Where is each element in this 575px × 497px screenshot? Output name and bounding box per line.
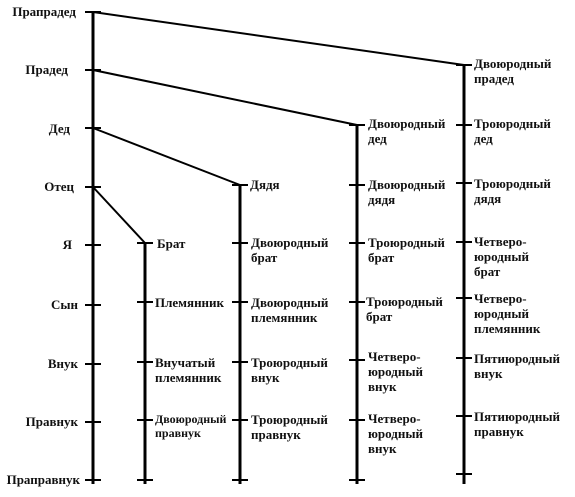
generation-label-otec: Отец bbox=[44, 179, 74, 194]
generation-label-ya: Я bbox=[62, 237, 72, 252]
label-troyurodny-dyadya: Троюродный дядя bbox=[474, 176, 551, 206]
label-troyurodny-vnuk: Троюродный внук bbox=[251, 355, 328, 385]
label-dvoyurodny-plemyannik: Двоюродный племянник bbox=[251, 295, 329, 325]
generation-label-ded: Дед bbox=[48, 121, 70, 136]
label-dvoyurodny-ded: Двоюродный дед bbox=[368, 116, 446, 146]
generation-label-prapravnuk: Праправнук bbox=[6, 472, 80, 487]
label-chetveroyurodny-vnuk-2: Четверо- юродный внук bbox=[368, 411, 423, 456]
label-plemyannik: Племянник bbox=[155, 295, 225, 310]
label-troyurodny-pravnuk: Троюродный правнук bbox=[251, 412, 328, 442]
label-brat: Брат bbox=[157, 236, 186, 251]
branch-praded bbox=[92, 11, 465, 66]
label-vnuchaty-plemyannik: Внучатый племянник bbox=[155, 355, 222, 385]
branch-ya bbox=[92, 186, 146, 244]
label-troyurodny-ded: Троюродный дед bbox=[474, 116, 551, 146]
generation-label-praded: Прадед bbox=[25, 62, 68, 77]
label-dyadya: Дядя bbox=[250, 177, 280, 192]
label-pyatiyurodny-pravnuk: Пятиюродный правнук bbox=[474, 409, 561, 439]
generation-label-pravnuk: Правнук bbox=[25, 414, 78, 429]
label-pyatiyurodny-vnuk: Пятиюродный внук bbox=[474, 351, 561, 381]
label-troyurodny-brat-2: Троюродный брат bbox=[366, 294, 443, 324]
label-chetveroyurodny-plemyannik: Четверо- юродный племянник bbox=[474, 291, 541, 336]
branch-otec bbox=[92, 127, 241, 186]
label-dvoyurodny-praded: Двоюродный прадед bbox=[474, 56, 552, 86]
label-dvoyurodny-pravnuk: Двоюродный правнук bbox=[155, 412, 227, 440]
generation-label-syn: Сын bbox=[50, 297, 78, 312]
label-troyurodny-brat: Троюродный брат bbox=[368, 235, 445, 265]
label-chetveroyurodny-brat: Четверо- юродный брат bbox=[474, 234, 529, 279]
generation-label-praprаded: Прапрадед bbox=[12, 4, 76, 19]
label-dvoyurodny-brat: Двоюродный брат bbox=[251, 235, 329, 265]
label-chetveroyurodny-vnuk: Четверо- юродный внук bbox=[368, 349, 423, 394]
label-dvoyurodny-dyadya: Двоюродный дядя bbox=[368, 177, 446, 207]
generation-label-vnuk: Внук bbox=[47, 356, 78, 371]
branch-ded bbox=[92, 69, 358, 126]
